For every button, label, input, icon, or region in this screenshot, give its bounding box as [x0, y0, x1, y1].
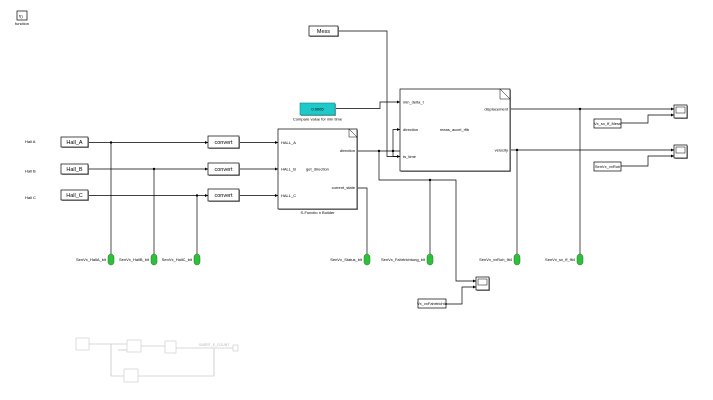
goto-vxroh[interactable]: SenVx_vxRoh_flt4	[479, 253, 521, 266]
svg-text:SARRT_E_COUNT: SARRT_E_COUNT	[199, 343, 230, 347]
svg-text:SenVx_HallA_bit: SenVx_HallA_bit	[76, 257, 107, 262]
svg-text:SenVx_HallB_bit: SenVx_HallB_bit	[119, 257, 150, 262]
svg-text:SenVx_HallC_bit: SenVx_HallC_bit	[162, 257, 193, 262]
svg-text:Vx_vxFahrtrichtu: Vx_vxFahrtrichtu	[417, 301, 447, 306]
function-label: function	[15, 21, 29, 26]
convert-block-c[interactable]: convert	[207, 188, 240, 202]
scope-icon	[675, 106, 686, 114]
svg-text:direction: direction	[403, 127, 418, 132]
from-block-senvx-vxroh[interactable]: SenVx_vxRoh	[593, 161, 622, 172]
svg-text:current_state: current_state	[332, 185, 356, 190]
svg-text:meas_accel_rflb: meas_accel_rflb	[440, 127, 470, 132]
function-icon: f()	[19, 14, 23, 19]
goto-status[interactable]: SenVx_Status_bit	[330, 253, 371, 266]
scope-block-velocity[interactable]	[673, 144, 688, 159]
svg-text:SenVx_sx_ff_flt4: SenVx_sx_ff_flt4	[545, 257, 576, 262]
scope-icon	[477, 278, 488, 286]
svg-text:Vx_sx_ff_Mess: Vx_sx_ff_Mess	[594, 121, 621, 126]
scope-icon	[675, 146, 686, 154]
svg-text:Hall_A: Hall_A	[66, 140, 83, 146]
from-block-hall-b[interactable]: Hall_B	[60, 163, 89, 175]
inport-hall-c: Hall C	[25, 195, 36, 200]
goto-hall-b[interactable]: SenVx_HallB_bit	[119, 253, 158, 266]
svg-text:min_delta_t: min_delta_t	[403, 100, 425, 105]
inport-hall-b: Hall B	[25, 169, 36, 174]
svg-text:velocity: velocity	[495, 148, 508, 153]
svg-text:direction: direction	[340, 148, 355, 153]
svg-text:ts_time: ts_time	[403, 154, 417, 159]
svg-text:Mess: Mess	[317, 29, 330, 35]
svg-text:convert: convert	[214, 193, 233, 199]
meas-accel-block[interactable]: min_delta_t direction ts_time meas_accel…	[399, 88, 511, 172]
convert-block-a[interactable]: convert	[207, 135, 240, 149]
svg-text:convert: convert	[214, 140, 233, 146]
scope-block-direction[interactable]	[475, 276, 490, 291]
svg-text:convert: convert	[214, 167, 233, 173]
svg-text:displacement: displacement	[484, 107, 508, 112]
svg-text:SenVx_Status_bit: SenVx_Status_bit	[330, 257, 363, 262]
page-corner-icon	[499, 88, 511, 100]
convert-block-b[interactable]: convert	[207, 162, 240, 176]
scope-block-displacement[interactable]	[673, 104, 688, 119]
svg-text:SenVx_Fahrtrichtung_bit: SenVx_Fahrtrichtung_bit	[381, 257, 426, 262]
svg-text:0.0005: 0.0005	[311, 107, 324, 112]
goto-hall-c[interactable]: SenVx_HallC_bit	[162, 253, 201, 266]
svg-text:HALL_A: HALL_A	[281, 140, 296, 145]
constant-caption: Compare value for min time	[293, 117, 343, 122]
commented-out-subsystem: SARRT_E_COUNT	[75, 337, 239, 383]
svg-text:get_direction: get_direction	[306, 167, 329, 172]
svg-text:Hall_B: Hall_B	[66, 167, 83, 173]
sfunction-builder-block[interactable]: HALL_A HALL_B HALL_C get_direction direc…	[277, 128, 358, 210]
svg-text:Hall_C: Hall_C	[66, 193, 83, 199]
constant-block[interactable]: 0.0005	[299, 102, 336, 116]
svg-text:SenVx_vxRoh: SenVx_vxRoh	[595, 164, 620, 169]
svg-text:SenVx_vxRoh_flt4: SenVx_vxRoh_flt4	[479, 257, 513, 262]
page-corner-icon	[348, 128, 358, 138]
from-block-hall-c[interactable]: Hall_C	[60, 189, 89, 201]
sfunction-caption: S-Functio n Builder	[300, 210, 335, 215]
signal-lines	[88, 30, 674, 305]
goto-hall-a[interactable]: SenVx_HallA_bit	[76, 253, 115, 266]
inport-hall-a: Hall A	[25, 139, 36, 144]
from-block-vx-sx-mess[interactable]: Vx_sx_ff_Mess	[593, 118, 622, 129]
svg-text:HALL_B: HALL_B	[281, 167, 296, 172]
from-block-mess[interactable]: Mess	[308, 25, 339, 37]
goto-sx-roh[interactable]: SenVx_sx_ff_flt4	[545, 253, 584, 266]
from-block-hall-a[interactable]: Hall_A	[60, 136, 89, 148]
svg-text:HALL_C: HALL_C	[281, 193, 296, 198]
goto-fahrtrichtung[interactable]: SenVx_Fahrtrichtung_bit	[381, 253, 434, 266]
function-block[interactable]: f() function	[15, 10, 29, 26]
from-block-vx-fahrtrichtung[interactable]: Vx_vxFahrtrichtu	[417, 298, 447, 309]
